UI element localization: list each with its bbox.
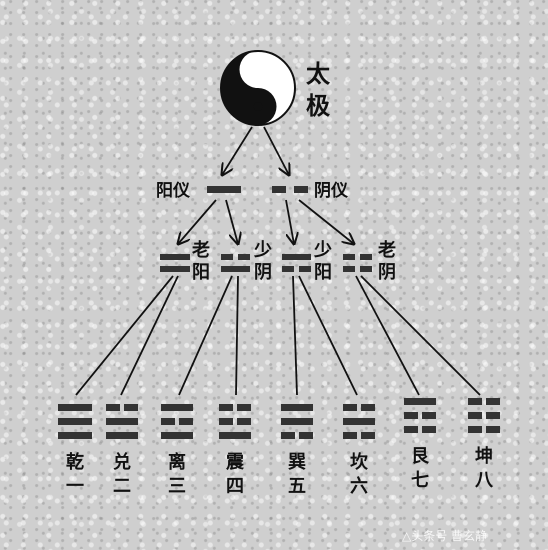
trigram-zhen-icon	[219, 404, 251, 439]
trigram-number-xun: 五	[288, 476, 306, 497]
shaoyin-label-top: 少	[253, 240, 272, 261]
trigram-number-li: 三	[168, 476, 186, 497]
yiyin-label: 阴仪	[314, 181, 349, 201]
yiyang-label: 阳仪	[156, 181, 191, 201]
taiji-icon	[220, 50, 296, 126]
trigram-name-kan: 坎	[350, 451, 369, 473]
laoyang-icon	[160, 254, 190, 272]
shaoyin-label-bottom: 阴	[254, 262, 272, 283]
trigram-name-dui: 兑	[113, 451, 131, 473]
laoyang-label-bottom: 阳	[192, 262, 210, 283]
trigram-name-xun: 巽	[288, 452, 306, 473]
connector-lines	[75, 275, 481, 396]
trigram-xun-icon	[281, 404, 313, 439]
laoyang-label-top: 老	[192, 239, 210, 261]
trigram-number-zhen: 四	[226, 476, 244, 497]
laoyin-label-bottom: 阴	[378, 262, 396, 283]
trigram-number-dui: 二	[113, 476, 131, 497]
trigram-gen-icon	[404, 398, 436, 433]
yiyang-line-icon	[207, 186, 241, 193]
taiji-label-bottom: 极	[306, 92, 330, 120]
watermark: △头条号 曹玄静	[402, 528, 487, 543]
arrow-yang-to-shaoyin	[225, 199, 238, 244]
trigram-kun-icon	[468, 398, 500, 433]
trigram-qian-icon	[58, 404, 92, 439]
laoyin-icon	[343, 254, 372, 272]
trigram-name-li: 离	[168, 451, 186, 473]
trigram-dui-icon	[106, 404, 138, 439]
shaoyin-icon	[221, 254, 250, 272]
arrow-taiji-to-yang	[222, 126, 253, 175]
trigram-number-kan: 六	[350, 475, 368, 497]
arrow-yang-to-laoyang	[178, 199, 217, 244]
trigram-li-icon	[161, 404, 193, 439]
arrow-taiji-to-yin	[263, 126, 289, 175]
trigram-name-kun: 坤	[475, 445, 493, 467]
trigram-number-kun: 八	[475, 470, 494, 491]
arrow-yin-to-shaoyang	[285, 199, 294, 244]
taiji-label-top: 太	[306, 60, 331, 88]
trigram-number-qian: 一	[66, 476, 84, 497]
trigram-name-gen: 艮	[411, 446, 430, 467]
trigram-name-zhen: 震	[226, 452, 245, 473]
arrow-yin-to-laoyin	[298, 199, 354, 244]
shaoyang-label-bottom: 阳	[314, 262, 332, 283]
trigram-number-gen: 七	[411, 470, 429, 491]
yiyin-line-icon	[272, 186, 308, 193]
shaoyang-icon	[282, 254, 311, 272]
trigram-name-qian: 乾	[66, 451, 84, 473]
shaoyang-label-top: 少	[313, 240, 332, 261]
laoyin-label-top: 老	[378, 239, 396, 261]
trigram-kan-icon	[343, 404, 375, 439]
